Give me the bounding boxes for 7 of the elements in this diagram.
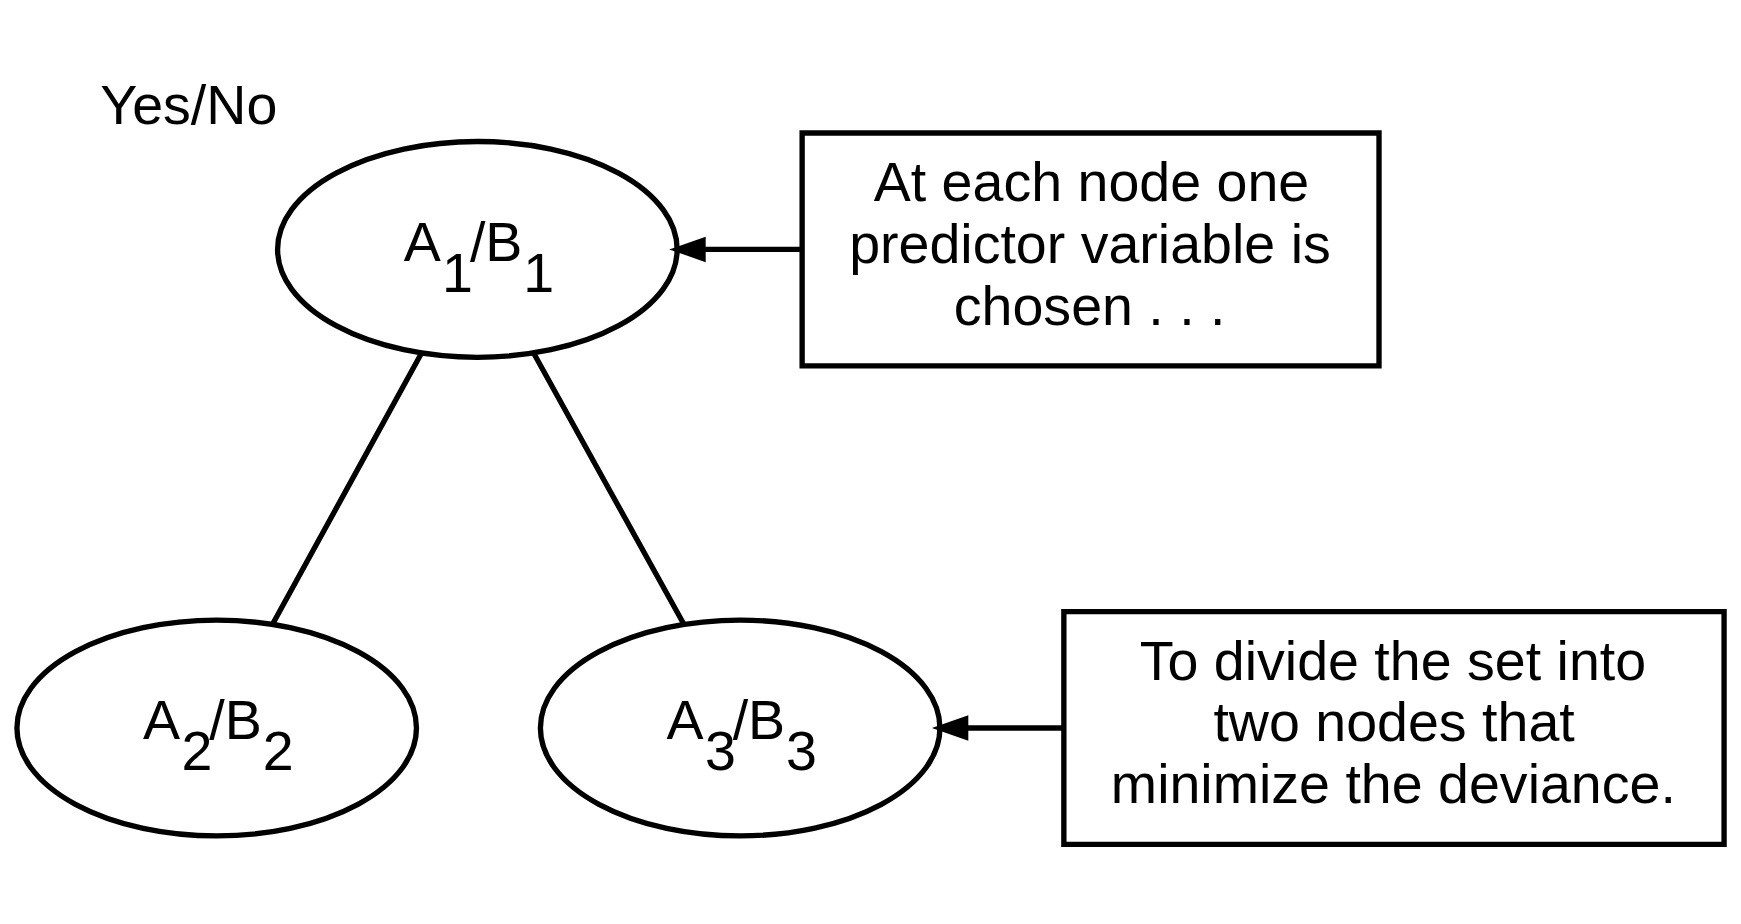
connector: [531, 352, 687, 626]
arrow: [931, 715, 1064, 741]
node-label: Yes/No: [100, 73, 278, 136]
node-box: At each node one predictor variable is chosen . . .: [799, 130, 1382, 369]
node-box: To divide the set into two nodes that minimize the deviance.: [1061, 608, 1727, 848]
arrow: [669, 236, 802, 263]
connector: [270, 352, 424, 626]
